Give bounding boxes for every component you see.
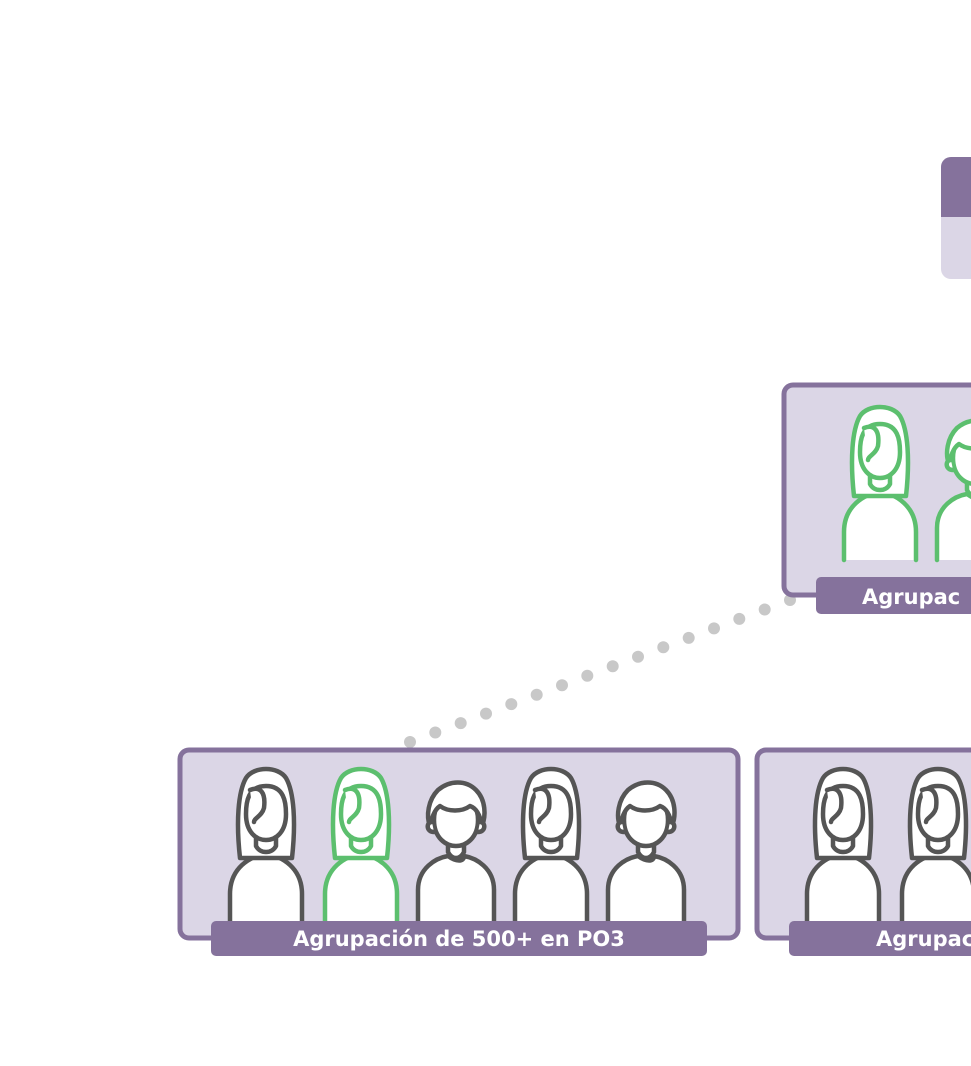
person-part xyxy=(841,489,919,563)
woman-icon xyxy=(227,766,305,922)
person-part xyxy=(861,424,881,463)
legend-block xyxy=(941,157,971,279)
connector-dot xyxy=(657,641,670,654)
person-part xyxy=(425,819,437,835)
woman-icon xyxy=(841,404,919,563)
group-panel-bottom-left: Agrupación de 500+ en PO3 xyxy=(177,747,741,956)
person-part xyxy=(824,786,844,825)
connector-dot xyxy=(530,688,543,701)
group-panel-bottom-right: Agrupac xyxy=(754,747,971,956)
connector-dot xyxy=(632,650,644,663)
group-label-bar xyxy=(789,921,971,956)
connector-dot xyxy=(606,660,619,673)
people-clip xyxy=(841,404,971,563)
people-clip xyxy=(227,766,687,922)
man-icon xyxy=(605,780,687,922)
woman-icon xyxy=(804,766,882,922)
person-part xyxy=(415,853,497,922)
dotted-connector xyxy=(404,594,796,748)
connector-dot xyxy=(480,707,492,720)
person-part xyxy=(615,819,627,835)
person-part xyxy=(322,851,400,922)
people-clip xyxy=(804,766,971,922)
person-part xyxy=(944,457,956,473)
person-part xyxy=(934,491,971,563)
person-part xyxy=(919,786,939,825)
person-part xyxy=(512,851,590,922)
group-label-bar xyxy=(816,577,971,614)
people-row-bottom-right xyxy=(804,766,971,922)
man-icon xyxy=(415,780,497,922)
person-part xyxy=(247,786,267,825)
woman-icon xyxy=(322,766,400,922)
group-panel-top: Agrupac xyxy=(781,382,971,614)
people-row-top xyxy=(841,404,971,563)
people-row-bottom-left xyxy=(227,766,687,922)
connector-dot xyxy=(429,726,442,739)
connector-dot xyxy=(682,631,695,644)
legend-block-upper xyxy=(941,157,971,217)
man-icon xyxy=(934,418,971,563)
connector-dot xyxy=(733,612,746,625)
person-part xyxy=(804,851,882,922)
person-part xyxy=(944,418,971,467)
connector-dot xyxy=(505,698,518,711)
group-label-bar xyxy=(211,921,707,956)
group-label-top: Agrupac xyxy=(862,585,960,609)
person-part xyxy=(899,851,971,922)
connector-dot xyxy=(404,736,416,748)
person-part xyxy=(605,853,687,922)
person-part xyxy=(532,786,552,825)
woman-icon xyxy=(899,766,971,922)
person-part xyxy=(665,819,677,835)
person-part xyxy=(342,786,362,825)
person-part xyxy=(227,851,305,922)
group-label-bottom-right: Agrupac xyxy=(876,927,971,951)
connector-dot xyxy=(556,679,568,692)
group-label-bottom-left: Agrupación de 500+ en PO3 xyxy=(293,927,625,951)
connector-dot xyxy=(758,603,771,616)
connector-dot xyxy=(708,622,720,635)
woman-icon xyxy=(512,766,590,922)
connector-dot xyxy=(454,717,467,730)
connector-dot xyxy=(581,669,594,682)
person-part xyxy=(475,819,487,835)
